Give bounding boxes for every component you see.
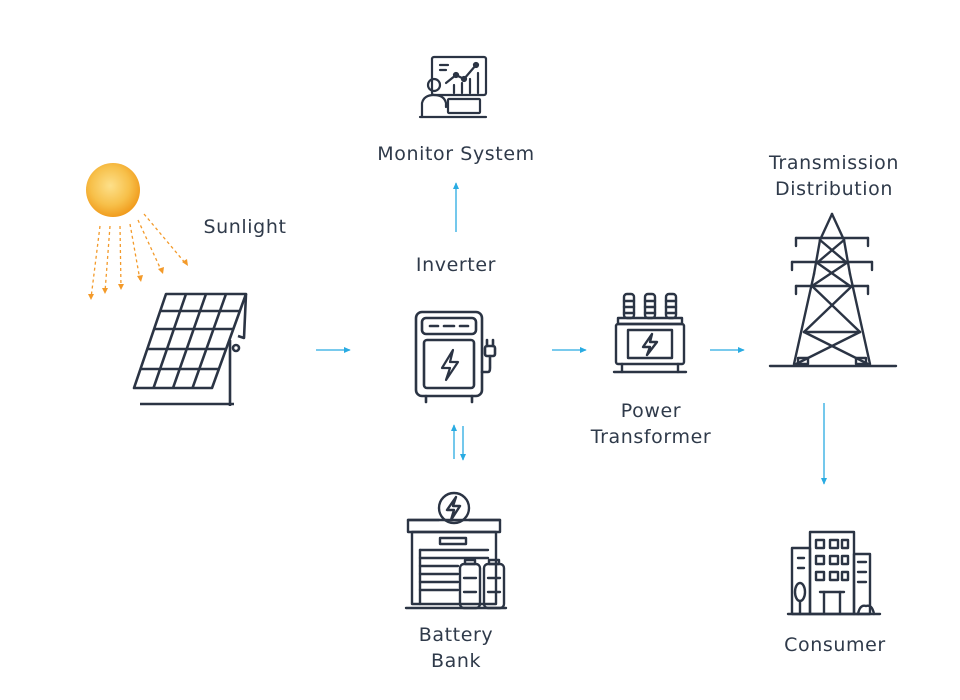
tower-label-line1: Transmission xyxy=(769,152,899,174)
sun-icon xyxy=(86,163,188,300)
battery-bank-label: Battery Bank xyxy=(396,622,516,674)
power-transformer-icon xyxy=(612,292,688,374)
monitor-system-label: Monitor System xyxy=(377,143,535,165)
transformer-label-line1: Power xyxy=(620,400,682,422)
solar-panel-icon xyxy=(132,292,248,406)
transmission-tower-icon xyxy=(768,212,898,368)
sunlight-label: Sunlight xyxy=(203,216,287,238)
inverter-label: Inverter xyxy=(415,254,497,276)
consumer-building-icon xyxy=(786,530,882,616)
power-transformer-label: Power Transformer xyxy=(576,398,726,450)
battery-label-line2: Bank xyxy=(430,650,482,672)
battery-bank-icon xyxy=(404,491,508,610)
monitor-system-icon xyxy=(418,55,488,119)
transmission-distribution-label: Transmission Distribution xyxy=(748,150,920,202)
tower-label-line2: Distribution xyxy=(774,178,894,200)
inverter-icon xyxy=(414,310,497,404)
battery-label-line1: Battery xyxy=(418,624,494,646)
transformer-label-line2: Transformer xyxy=(590,426,712,448)
consumer-label: Consumer xyxy=(784,634,886,656)
